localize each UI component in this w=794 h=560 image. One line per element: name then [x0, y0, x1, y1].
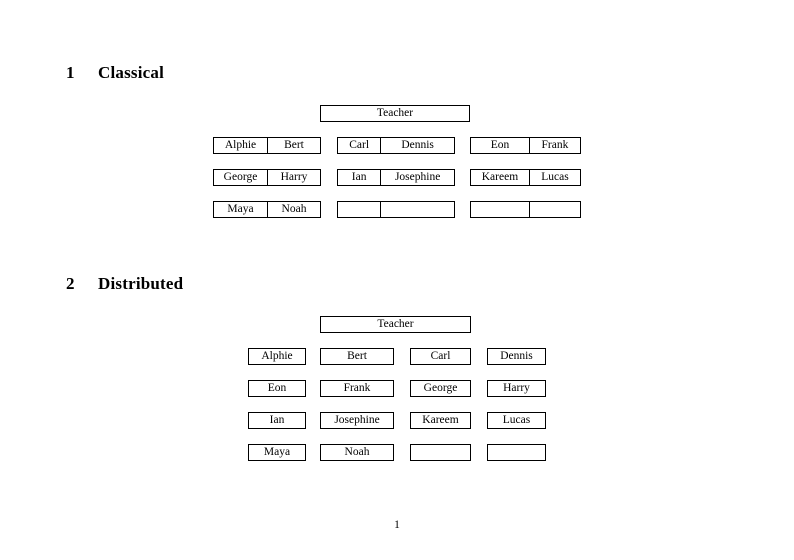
node-box-empty[interactable]	[487, 444, 546, 461]
node-label: Ian	[269, 413, 285, 426]
diagram-distributed: Teacher Alphie Bert Carl Dennis Eon	[0, 316, 794, 476]
node-cell-empty	[471, 202, 529, 217]
node-group[interactable]: Maya Noah	[213, 201, 321, 218]
section-number: 1	[66, 63, 75, 82]
diagram-row: Ian Josephine Kareem Lucas	[0, 412, 794, 444]
node-box[interactable]: Frank	[320, 380, 394, 397]
node-label: Bert	[347, 349, 367, 362]
node-cell: Maya	[227, 202, 254, 215]
node-label: Lucas	[502, 413, 531, 426]
node-box[interactable]: Josephine	[320, 412, 394, 429]
node-box[interactable]: Dennis	[487, 348, 546, 365]
section-title: Classical	[98, 63, 165, 82]
diagram-row: Alphie Bert Carl Dennis Eon Frank	[0, 137, 794, 169]
node-label: George	[423, 381, 458, 394]
node-group[interactable]: George Harry	[213, 169, 321, 186]
node-cell: Josephine	[380, 170, 454, 185]
node-box[interactable]: Bert	[320, 348, 394, 365]
node-label-empty	[488, 445, 545, 460]
node-cell: Harry	[266, 170, 320, 185]
diagram-row: George Harry Ian Josephine Kareem Lucas	[0, 169, 794, 201]
diagram-row: Maya Noah	[0, 201, 794, 233]
diagram-classical: Teacher Alphie Bert Carl Dennis Eon Fran…	[0, 105, 794, 233]
section-title: Distributed	[98, 274, 184, 293]
node-cell: Dennis	[380, 138, 454, 153]
node-box[interactable]: Harry	[487, 380, 546, 397]
node-teacher[interactable]: Teacher	[320, 316, 471, 333]
node-cell: Kareem	[481, 170, 519, 183]
node-box[interactable]: Carl	[410, 348, 471, 365]
node-box[interactable]: Alphie	[248, 348, 306, 365]
node-label: Eon	[267, 381, 287, 394]
node-cell: Noah	[266, 202, 320, 217]
diagram-row-root: Teacher	[0, 105, 794, 137]
section-number: 2	[66, 274, 75, 293]
node-cell: Ian	[351, 170, 367, 183]
node-group-empty[interactable]	[470, 201, 581, 218]
diagram-row: Maya Noah	[0, 444, 794, 476]
node-cell: Frank	[528, 138, 580, 153]
diagram-row: Alphie Bert Carl Dennis	[0, 348, 794, 380]
diagram-row: Eon Frank George Harry	[0, 380, 794, 412]
node-label: Kareem	[422, 413, 459, 426]
node-box-empty[interactable]	[410, 444, 471, 461]
node-cell: Carl	[349, 138, 370, 151]
node-box[interactable]: Noah	[320, 444, 394, 461]
node-label: Josephine	[334, 413, 380, 426]
node-box[interactable]: Lucas	[487, 412, 546, 429]
node-box[interactable]: Kareem	[410, 412, 471, 429]
node-group[interactable]: Carl Dennis	[337, 137, 455, 154]
node-box[interactable]: Maya	[248, 444, 306, 461]
node-box[interactable]: George	[410, 380, 471, 397]
node-cell: George	[223, 170, 258, 183]
node-group-empty[interactable]	[337, 201, 455, 218]
section-heading-distributed: 2 Distributed	[66, 274, 183, 294]
node-cell-empty	[380, 202, 454, 217]
node-group[interactable]: Ian Josephine	[337, 169, 455, 186]
node-cell: Lucas	[528, 170, 580, 185]
node-group[interactable]: Eon Frank	[470, 137, 581, 154]
node-cell: Bert	[266, 138, 320, 153]
node-group[interactable]: Kareem Lucas	[470, 169, 581, 186]
node-label: Carl	[430, 349, 451, 362]
page-number: 1	[394, 519, 400, 531]
node-label: Teacher	[376, 106, 414, 119]
node-label: Maya	[263, 445, 291, 458]
diagram-row-root: Teacher	[0, 316, 794, 348]
node-label: Frank	[343, 381, 371, 394]
node-label-empty	[411, 445, 470, 460]
section-heading-classical: 1 Classical	[66, 63, 164, 83]
node-cell-empty	[528, 202, 580, 217]
node-label: Alphie	[261, 349, 293, 362]
node-box[interactable]: Ian	[248, 412, 306, 429]
node-group[interactable]: Alphie Bert	[213, 137, 321, 154]
node-box[interactable]: Eon	[248, 380, 306, 397]
node-label: Dennis	[500, 349, 533, 362]
node-teacher[interactable]: Teacher	[320, 105, 470, 122]
node-cell: Alphie	[224, 138, 257, 151]
node-label: Harry	[503, 381, 530, 394]
node-cell-empty	[338, 202, 380, 217]
node-cell: Eon	[490, 138, 510, 151]
node-label: Noah	[344, 445, 370, 458]
node-label: Teacher	[377, 317, 414, 330]
